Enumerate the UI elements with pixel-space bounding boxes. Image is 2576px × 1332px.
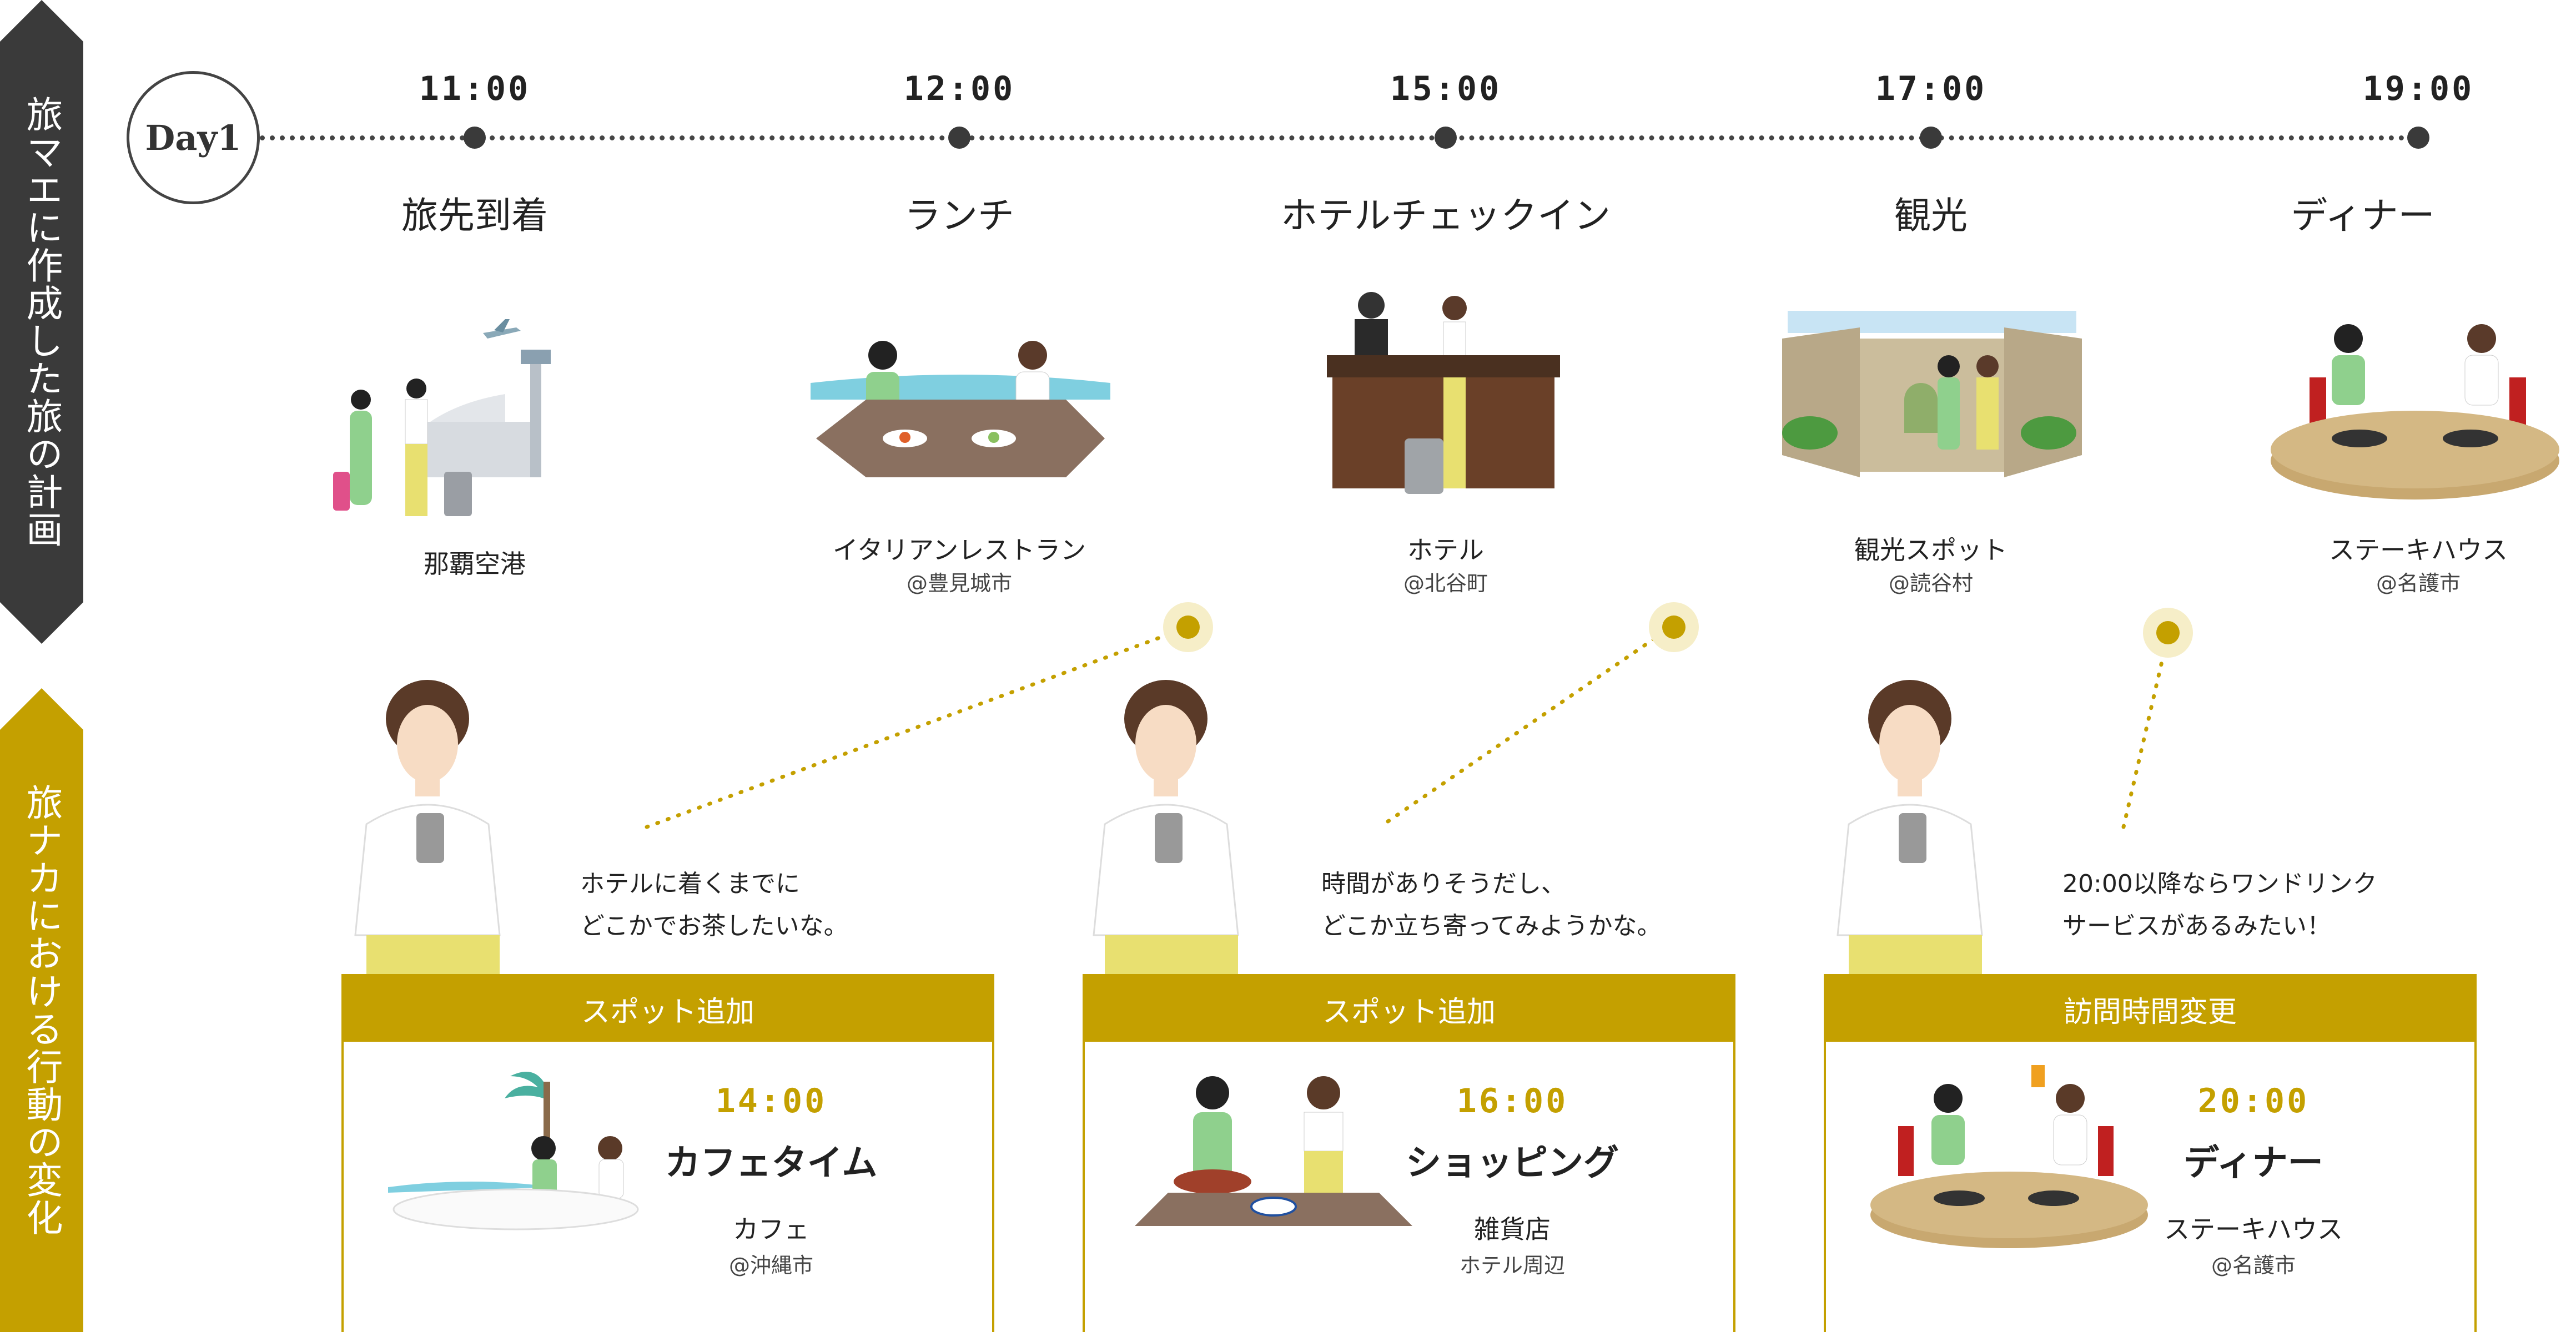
timeline-line <box>260 135 2415 140</box>
castle-ruins-illustration <box>1782 311 2082 477</box>
change-card-location: @名護市 <box>2211 1253 2296 1278</box>
change-card-place: 雑貨店 <box>1474 1214 1551 1244</box>
change-card-header: スポット追加 <box>1085 976 1733 1042</box>
speech-line: サービスがあるみたい！ <box>2062 912 2331 940</box>
timeline-location: @読谷村 <box>1888 571 1973 596</box>
speech-line: 20:00以降ならワンドリンク <box>2062 870 2377 898</box>
location-pin-icon <box>2143 608 2193 658</box>
speech-line: どこかでお茶したいな。 <box>580 912 848 940</box>
hotel-reception-illustration <box>1327 292 1560 494</box>
timeline-title: ランチ <box>904 194 1014 237</box>
change-card: 訪問時間変更 20:00 ディナー ステーキハウス @名護市 <box>1824 974 2477 1332</box>
timeline-title: 観光 <box>1894 194 1968 237</box>
side-label-during-shape <box>0 688 83 1332</box>
change-card-name: ディナー <box>2183 1143 2323 1184</box>
steak-dinner-illustration <box>2271 324 2559 500</box>
change-card-time: 20:00 <box>2197 1082 2310 1121</box>
side-label-during-text: 旅ナカにおける行動の変化 <box>20 784 63 1237</box>
timeline-time: 12:00 <box>903 69 1015 108</box>
woman-with-phone-illustration <box>1837 680 1983 974</box>
steak-dinner-illustration <box>1870 1065 2148 1248</box>
speech-line: どこか立ち寄ってみようかな。 <box>1321 912 1662 940</box>
timeline-dot <box>1435 127 1457 149</box>
timeline-title: ディナー <box>2291 194 2435 237</box>
timeline-time: 11:00 <box>419 69 531 108</box>
speech-line: 時間がありそうだし、 <box>1321 870 1566 898</box>
side-label-before: 旅マエに作成した旅の計画 <box>0 0 83 644</box>
speech-line: ホテルに着くまでに <box>580 870 800 898</box>
side-label-during: 旅ナカにおける行動の変化 <box>0 688 83 1332</box>
change-card-place: ステーキハウス <box>2164 1214 2343 1244</box>
timeline-time: 15:00 <box>1390 69 1502 108</box>
side-label-before-text: 旅マエに作成した旅の計画 <box>20 95 63 548</box>
change-card-location: ホテル周辺 <box>1459 1253 1565 1278</box>
timeline-time: 19:00 <box>2362 69 2474 108</box>
change-card: スポット追加 14:00 カフェタイム カフェ @沖縄市 <box>341 974 994 1332</box>
shopping-illustration <box>1135 1076 1412 1226</box>
timeline-location: @北谷町 <box>1403 571 1488 596</box>
timeline-place: ステーキハウス <box>2329 535 2508 565</box>
speech-text: ホテルに着くまでに どこかでお茶したいな。 <box>580 863 848 947</box>
restaurant-illustration <box>811 341 1110 477</box>
location-pin-icon <box>1163 602 1213 652</box>
timeline-dot <box>2407 127 2429 149</box>
timeline-location: @豊見城市 <box>906 571 1012 596</box>
timeline-dot <box>464 127 486 149</box>
change-card-place: カフェ <box>733 1214 809 1244</box>
timeline-place: イタリアンレストラン <box>832 535 1086 565</box>
change-card-header: 訪問時間変更 <box>1826 976 2474 1042</box>
timeline-place: 那覇空港 <box>424 549 526 579</box>
speech-text: 20:00以降ならワンドリンク サービスがあるみたい！ <box>2062 863 2377 947</box>
speech-text: 時間がありそうだし、 どこか立ち寄ってみようかな。 <box>1321 863 1661 947</box>
timeline-location: @名護市 <box>2376 571 2461 596</box>
change-card-name: ショッピング <box>1406 1143 1619 1184</box>
airport-illustration <box>333 319 551 516</box>
timeline-dot <box>948 127 970 149</box>
timeline-dot <box>1920 127 1942 149</box>
change-card-name: カフェタイム <box>665 1143 878 1184</box>
timeline-time: 17:00 <box>1875 69 1987 108</box>
location-pin-icon <box>1649 602 1699 652</box>
side-label-before-shape <box>0 0 83 644</box>
change-card: スポット追加 16:00 ショッピング 雑貨店 ホテル周辺 <box>1083 974 1735 1332</box>
change-card-time: 16:00 <box>1456 1082 1568 1121</box>
woman-with-phone-illustration <box>354 680 501 974</box>
change-card-header: スポット追加 <box>344 976 992 1042</box>
timeline-title: 旅先到着 <box>401 194 548 237</box>
timeline-title: ホテルチェックイン <box>1281 194 1611 237</box>
day-badge: Day1 <box>127 71 260 204</box>
timeline-place: ホテル <box>1407 535 1484 565</box>
timeline-place: 観光スポット <box>1854 535 2008 565</box>
woman-with-phone-illustration <box>1093 680 1239 974</box>
cafe-illustration <box>388 1072 639 1230</box>
change-card-time: 14:00 <box>715 1082 827 1121</box>
change-card-location: @沖縄市 <box>728 1253 813 1278</box>
